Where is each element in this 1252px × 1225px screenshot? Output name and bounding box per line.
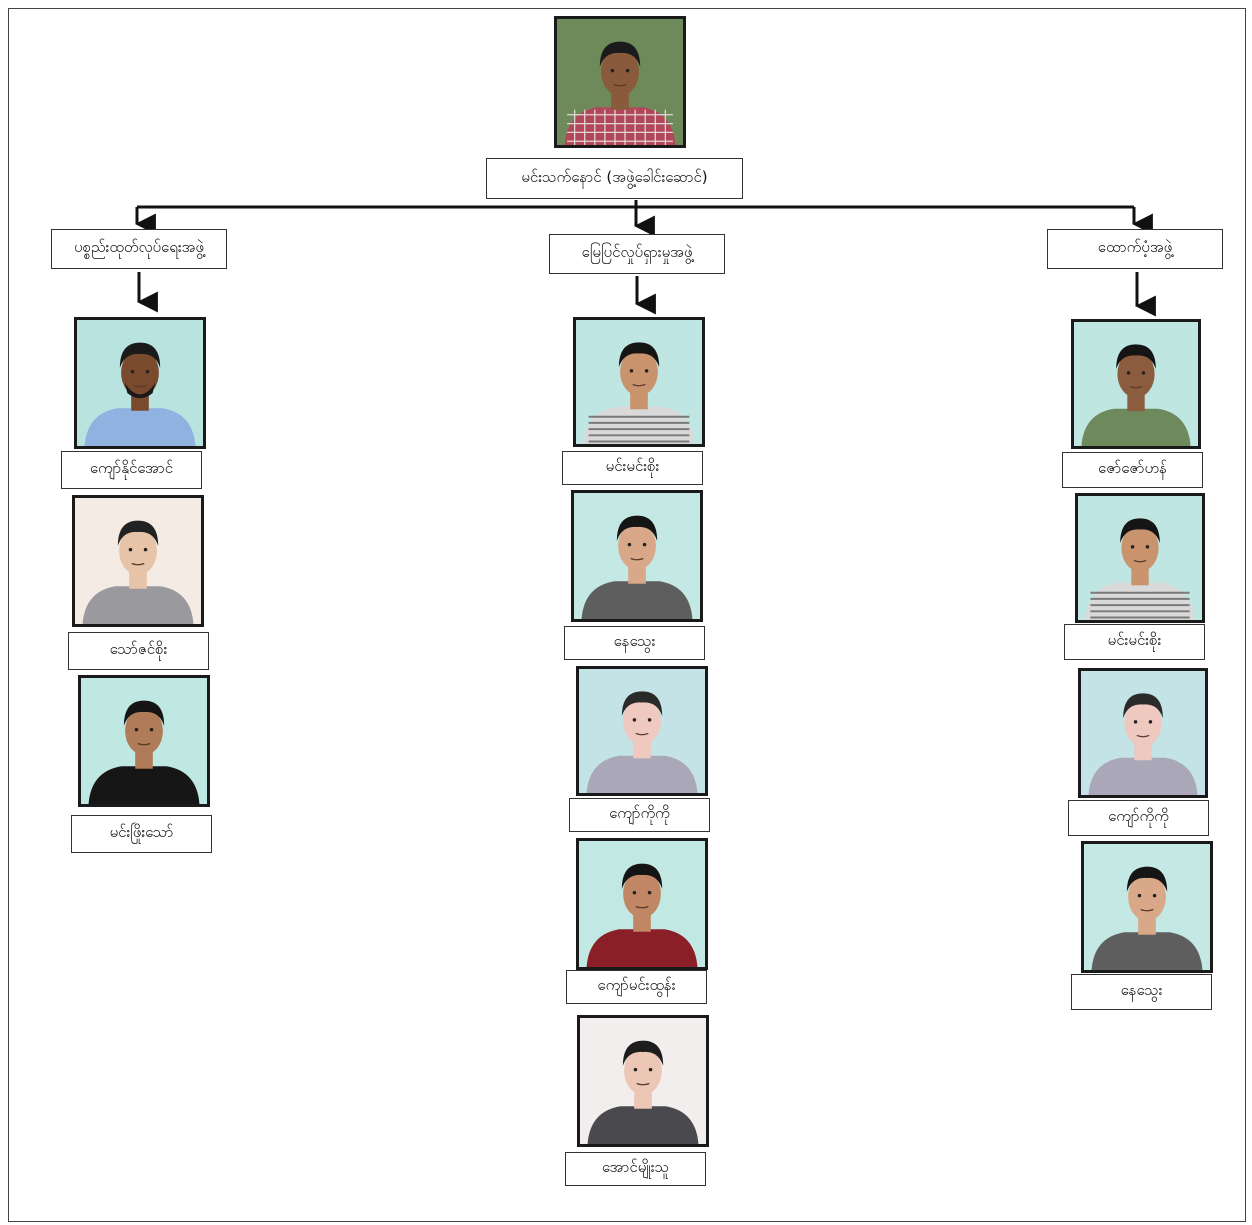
- member-photo-b0-m0: [74, 317, 206, 449]
- member-name-b2-m2: ကျော်ကိုကို: [1068, 800, 1209, 836]
- leader-name-label: မင်းသက်နောင် (အဖွဲ့ခေါင်းဆောင်): [486, 158, 743, 199]
- member-name-b0-m2: မင်းဖြိုးသော်: [71, 815, 212, 853]
- member-name-b1-m2: ကျော်ကိုကို: [569, 798, 710, 832]
- member-name-b1-m4: အောင်မျိုးသူ: [565, 1152, 706, 1186]
- member-name-b0-m0: ကျော်နိုင်အောင်: [61, 451, 202, 489]
- portrait-illustration: [1084, 844, 1210, 970]
- branch-title-production: ပစ္စည်းထုတ်လုပ်ရေးအဖွဲ့: [51, 229, 227, 269]
- member-name-b1-m1: နေသွေး: [564, 626, 705, 660]
- member-photo-b2-m1: [1075, 493, 1205, 623]
- portrait-illustration: [580, 1018, 706, 1144]
- member-photo-b2-m3: [1081, 841, 1213, 973]
- member-photo-b1-m2: [576, 666, 708, 796]
- leader-photo: [554, 16, 686, 148]
- member-name-b0-m1: သော်ဇင်စိုး: [68, 632, 209, 670]
- member-name-b2-m0: ဇော်ဇော်ဟန်: [1062, 452, 1203, 488]
- portrait-illustration: [77, 320, 203, 446]
- portrait-illustration: [579, 841, 705, 967]
- branch-title-ground-activity: မြေပြင်လှုပ်ရှားမှုအဖွဲ့: [549, 234, 725, 274]
- member-photo-b1-m1: [571, 490, 703, 622]
- member-name-b1-m3: ကျော်မင်းထွန်း: [566, 970, 707, 1004]
- portrait-illustration: [557, 19, 683, 145]
- portrait-illustration: [1081, 671, 1205, 795]
- member-photo-b2-m0: [1071, 319, 1201, 449]
- portrait-illustration: [1078, 496, 1202, 620]
- member-name-b2-m3: နေသွေး: [1071, 974, 1212, 1010]
- branch-title-support: ထောက်ပံ့အဖွဲ့: [1047, 229, 1223, 269]
- portrait-illustration: [81, 678, 207, 804]
- chart-frame: [8, 8, 1246, 1222]
- member-photo-b0-m2: [78, 675, 210, 807]
- member-name-b1-m0: မင်းမင်းစိုး: [562, 451, 703, 485]
- portrait-illustration: [576, 320, 702, 444]
- member-name-b2-m1: မင်းမင်းစိုး: [1064, 624, 1205, 660]
- member-photo-b0-m1: [72, 495, 204, 627]
- portrait-illustration: [574, 493, 700, 619]
- portrait-illustration: [1074, 322, 1198, 446]
- member-photo-b1-m4: [577, 1015, 709, 1147]
- member-photo-b1-m3: [576, 838, 708, 970]
- portrait-illustration: [579, 669, 705, 793]
- portrait-illustration: [75, 498, 201, 624]
- member-photo-b2-m2: [1078, 668, 1208, 798]
- member-photo-b1-m0: [573, 317, 705, 447]
